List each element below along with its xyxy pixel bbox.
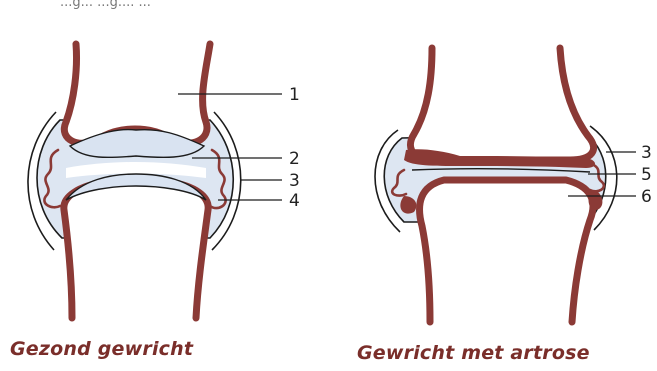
- healthy-joint: [28, 44, 241, 318]
- arthritic-joint: [375, 48, 617, 322]
- label-4: 4: [289, 191, 300, 211]
- label-2: 2: [289, 149, 300, 169]
- arthritic-lower-bone: [420, 180, 593, 322]
- caption-healthy-joint: Gezond gewricht: [10, 338, 193, 360]
- label-6: 6: [641, 187, 652, 207]
- arthritic-upper-bone: [410, 48, 593, 160]
- label-3-right: 3: [641, 143, 652, 163]
- label-5: 5: [641, 165, 652, 185]
- label-3-left: 3: [289, 171, 300, 191]
- caption-arthritic-joint: Gewricht met artrose: [357, 342, 590, 364]
- label-1: 1: [289, 85, 300, 105]
- header-fragment: ...g... ...g.... ...: [60, 0, 151, 10]
- healthy-lower-bone: [64, 179, 208, 318]
